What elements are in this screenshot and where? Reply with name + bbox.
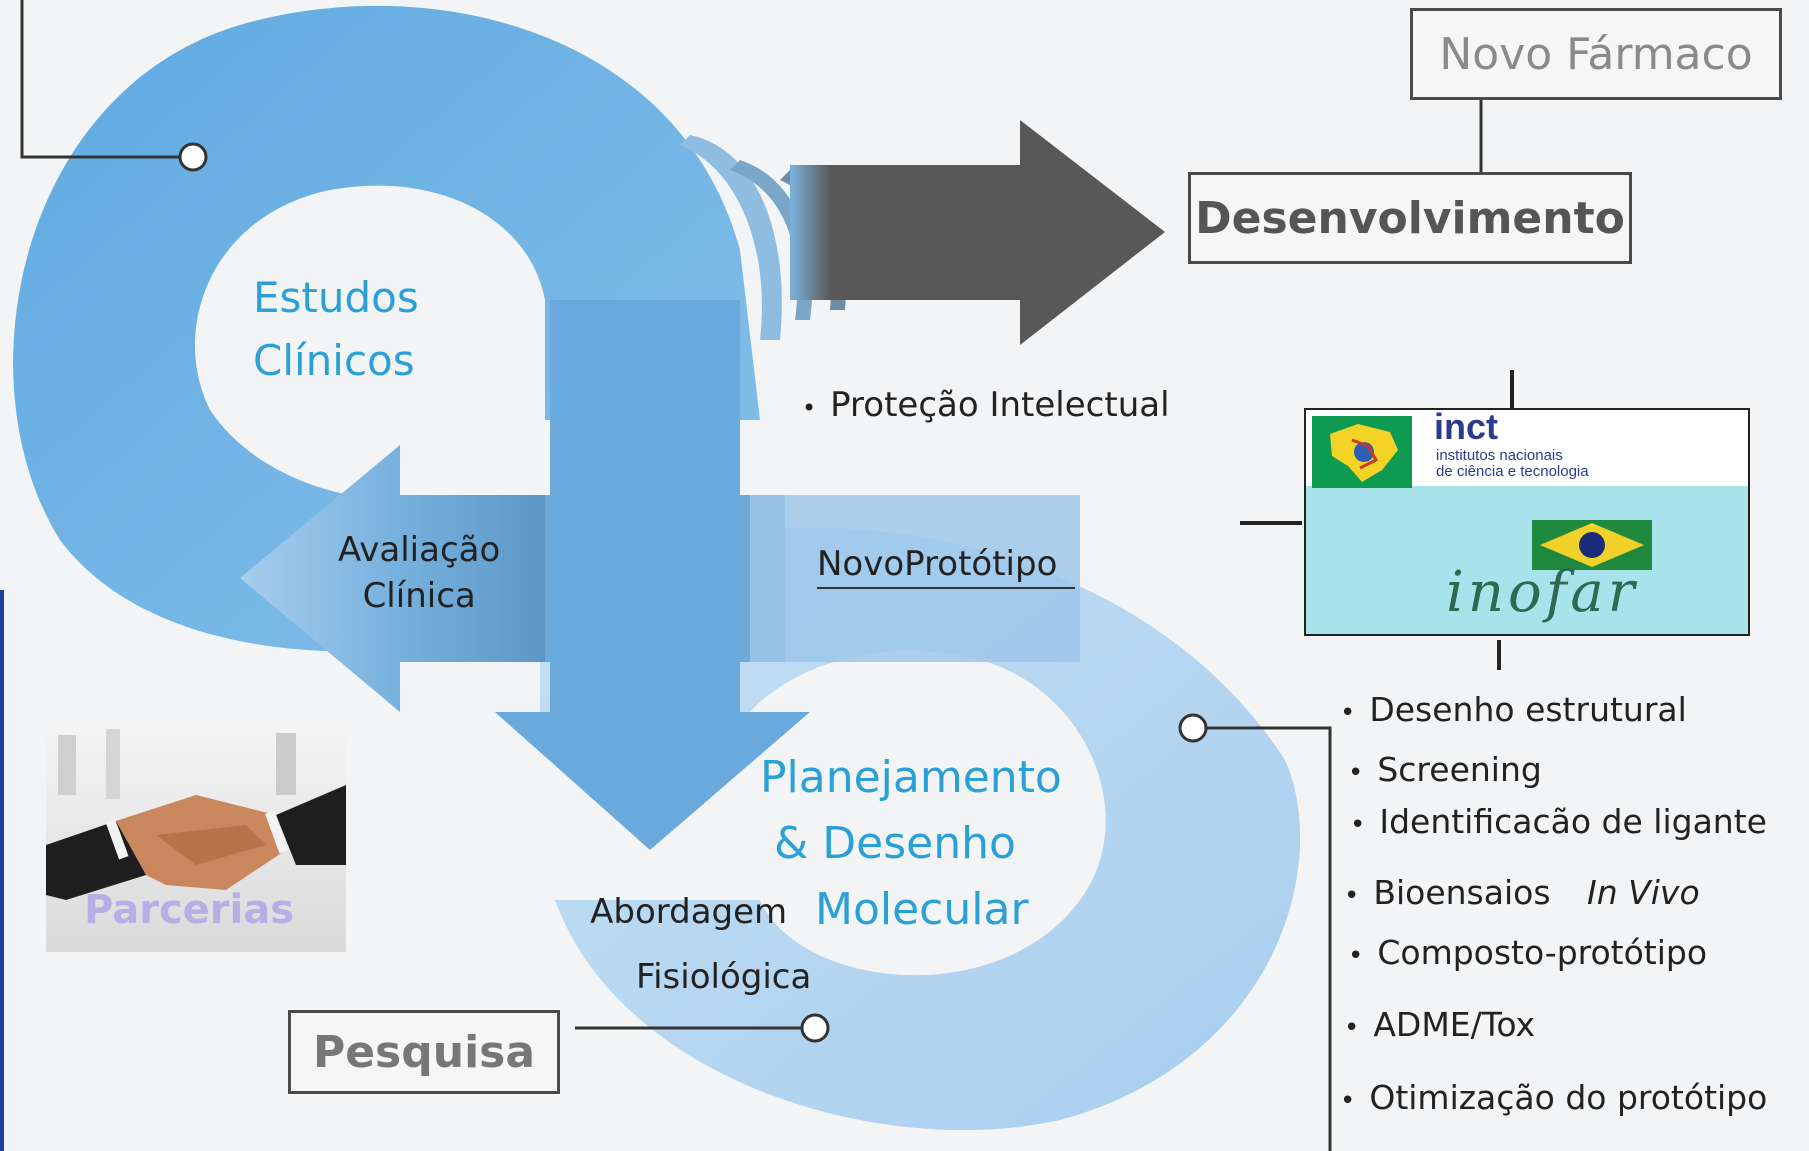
- desenvolvimento-box: Desenvolvimento: [1188, 172, 1632, 264]
- connector-dot-research: [800, 1013, 830, 1043]
- brazil-flag-icon: [1532, 520, 1652, 570]
- protecao-intelectual-label: •Proteção Intelectual: [802, 385, 1170, 425]
- transition-stripes: [680, 135, 782, 340]
- inct-title: inct: [1434, 408, 1499, 447]
- clinical-evaluation-arrow: [240, 445, 545, 712]
- list-item: Screening: [1348, 750, 1541, 789]
- list-item: Identificacão de ligante: [1350, 802, 1767, 841]
- partnership-image: Parcerias: [46, 725, 346, 952]
- left-edge-stripe: [0, 590, 4, 1151]
- avaliacao-clinica-label: Avaliação Clínica: [338, 530, 501, 616]
- list-item: ADME/Tox: [1344, 1005, 1535, 1044]
- planejamento-label: Planejamento & Desenho Molecular: [760, 752, 1062, 935]
- desenvolvimento-label: Desenvolvimento: [1195, 192, 1625, 244]
- connector-molecular: [1193, 726, 1332, 1151]
- list-item: Desenho estrutural: [1340, 690, 1686, 729]
- connector-dot-molecular: [1178, 713, 1208, 743]
- development-arrow: [810, 120, 1165, 345]
- novo-farmaco-box: Novo Fármaco: [1410, 8, 1782, 100]
- connector-dot-clinical: [178, 142, 208, 172]
- parcerias-caption: Parcerias: [84, 887, 295, 933]
- novo-prototipo-label: NovoProtótipo: [817, 544, 1058, 584]
- abordagem-label: Abordagem Fisiológica: [590, 892, 812, 997]
- inct-subtitle: institutos nacionais de ciência e tecnol…: [1436, 447, 1589, 480]
- brazil-map-icon: [1312, 416, 1412, 488]
- research-down-arrow: [495, 300, 810, 850]
- inct-inofar-logo: inct institutos nacionais de ciência e t…: [1304, 408, 1750, 636]
- pesquisa-label: Pesquisa: [312, 1026, 536, 1078]
- pesquisa-box: Pesquisa: [288, 1010, 560, 1094]
- handshake-icon: [46, 729, 346, 900]
- in-vivo-label: In Vivo: [1587, 873, 1700, 912]
- estudos-clinicos-label: Estudos Clínicos: [253, 273, 419, 385]
- connector-clinical: [20, 0, 193, 159]
- novo-farmaco-label: Novo Fármaco: [1439, 28, 1753, 80]
- list-item: Bioensaios In Vivo: [1344, 873, 1700, 912]
- inofar-signature: inofar: [1446, 560, 1639, 625]
- list-item: Otimização do protótipo: [1340, 1078, 1767, 1117]
- list-item: Composto-protótipo: [1348, 933, 1707, 972]
